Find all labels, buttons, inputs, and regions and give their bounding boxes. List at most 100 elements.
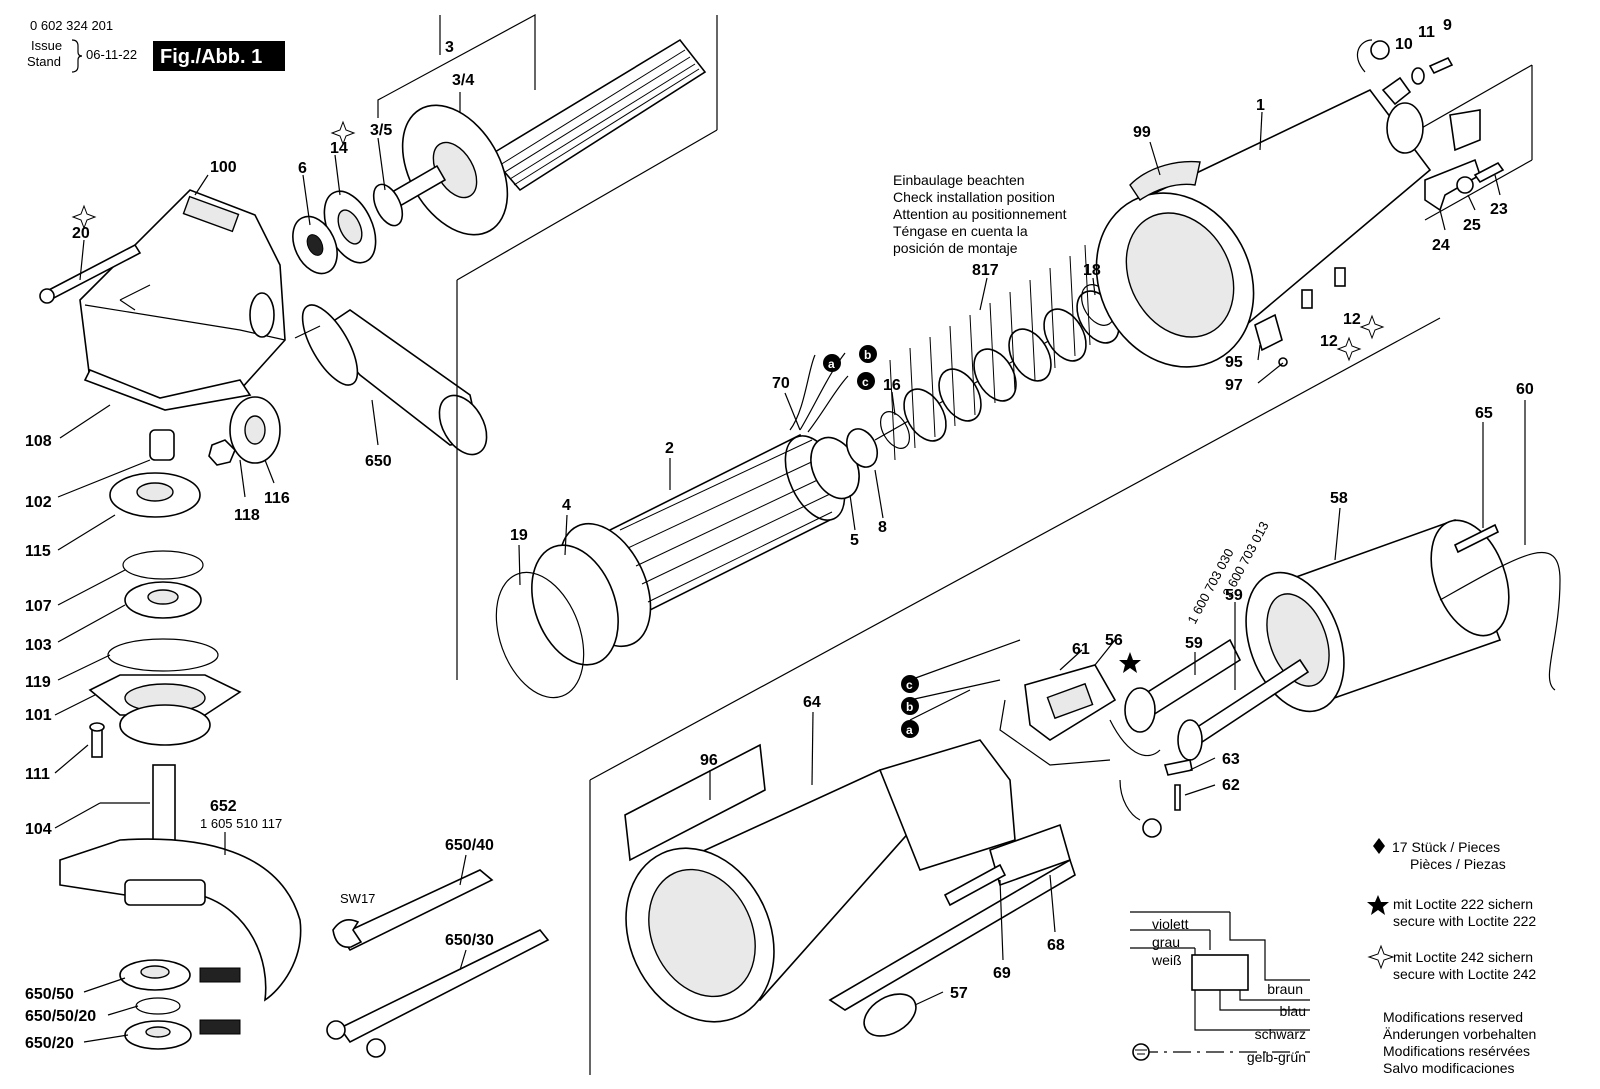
gear-head-group	[39, 13, 707, 1058]
part-label-12b: 12	[1320, 333, 1338, 350]
legend-modifications-4: Salvo modificaciones	[1383, 1060, 1515, 1076]
part-label-68: 68	[1047, 937, 1065, 954]
wire-label-violett: violett	[1152, 916, 1189, 932]
part-label-103: 103	[25, 637, 52, 654]
wire-marker-c-switch-label: c	[906, 678, 913, 692]
wire-marker-b-switch	[901, 697, 919, 715]
issue-label: Issue	[31, 38, 62, 53]
wiring-diagram	[1130, 911, 1310, 1061]
legend-modifications-1: Modifications reserved	[1383, 1009, 1523, 1025]
wire-label-braun: braun	[1267, 981, 1303, 997]
part-label-25: 25	[1463, 217, 1481, 234]
part-label-5: 5	[850, 532, 859, 549]
legend-pieces-1: 17 Stück / Pieces	[1392, 839, 1500, 855]
install-note-line-4: Téngase en cuenta la	[893, 223, 1028, 239]
legend-pieces-2: Pièces / Piezas	[1410, 856, 1506, 872]
wire-marker-c-top-label: c	[862, 375, 869, 389]
clamp-63-part	[1163, 759, 1193, 776]
part-label-56: 56	[1105, 632, 1123, 649]
ring-16-part	[879, 411, 911, 449]
part-label-99: 99	[1133, 124, 1151, 141]
fig-label: Fig./Abb. 1	[160, 46, 262, 68]
part-label-101: 101	[25, 707, 52, 724]
wire-marker-a-top-label: a	[828, 357, 835, 371]
screw-9-part	[1428, 56, 1454, 75]
screw-65-part	[1453, 523, 1500, 554]
part-label-652-number: 1 605 510 117	[200, 816, 282, 831]
part-label-58: 58	[1330, 490, 1348, 507]
legend-loctite242-1: mit Loctite 242 sichern	[1393, 949, 1533, 965]
part-label-3-5: 3/5	[370, 122, 392, 139]
flange-type-icon-b	[199, 1019, 241, 1035]
part-label-652: 652	[210, 798, 237, 815]
legend-loctite222-1: mit Loctite 222 sichern	[1393, 896, 1533, 912]
part-label-115: 115	[25, 543, 51, 560]
wire-label-blau: blau	[1280, 1003, 1306, 1019]
four-point-star-icon	[1367, 944, 1395, 970]
doc-number: 0 602 324 201	[30, 18, 113, 33]
wheel-guard-part	[59, 838, 302, 1002]
legend-loctite242-2: secure with Loctite 242	[1393, 966, 1536, 982]
nut-118-part	[208, 439, 236, 466]
part-label-57: 57	[950, 985, 968, 1002]
part-label-60: 60	[1516, 381, 1534, 398]
fig-label-box	[153, 41, 285, 71]
part-label-59a: 59	[1185, 635, 1203, 652]
part-label-100: 100	[210, 159, 237, 176]
ground-icon-cable	[1142, 818, 1162, 838]
screw-62-part	[1174, 784, 1181, 811]
part-label-817: 817	[972, 262, 999, 279]
part-label-650: 650	[365, 453, 392, 470]
part-label-3: 3	[445, 39, 454, 56]
loctite242-marker-14	[330, 120, 356, 146]
part-label-650-50: 650/50	[25, 986, 74, 1003]
install-position-note: Einbaulage beachten Check installation p…	[893, 172, 1067, 256]
wire-marker-a-switch	[901, 720, 919, 738]
bracket-3	[377, 13, 536, 118]
part-label-61: 61	[1072, 641, 1090, 658]
pin-spanner-650-30-part	[338, 928, 550, 1044]
legend-modifications-3: Modifications resérvées	[1383, 1043, 1530, 1059]
part-label-62: 62	[1222, 777, 1240, 794]
plate-95-part	[1254, 313, 1283, 352]
install-note-line-1: Einbaulage beachten	[893, 172, 1025, 188]
loctite242-marker-12a	[1359, 314, 1385, 340]
housing-flange-part	[83, 368, 252, 411]
part-label-104: 104	[25, 821, 52, 838]
part-label-12a: 12	[1343, 311, 1361, 328]
part-label-1: 1	[1256, 97, 1265, 114]
part-label-95: 95	[1225, 354, 1243, 371]
wire-marker-c-switch	[901, 675, 919, 693]
bearing-8-part	[845, 428, 879, 468]
part-label-14: 14	[330, 140, 348, 157]
part-label-10: 10	[1395, 36, 1413, 53]
loctite222-marker-56	[1119, 652, 1141, 673]
install-note-line-3: Attention au positionnement	[893, 206, 1067, 222]
wire-label-schwarz: schwarz	[1255, 1026, 1306, 1042]
ground-icon-wiring	[1132, 1043, 1150, 1061]
part-label-16: 16	[883, 377, 901, 394]
star-icon	[1367, 895, 1389, 915]
part-label-23: 23	[1490, 201, 1508, 218]
part-label-8: 8	[878, 519, 887, 536]
part-label-11: 11	[1418, 24, 1435, 41]
part-label-24: 24	[1432, 237, 1450, 254]
wire-marker-a-top	[823, 354, 841, 372]
flange-type-icon-a	[199, 967, 241, 983]
housing-group	[589, 317, 1561, 1075]
wiring-labels: violett grau weiß braun blau schwarz gel…	[1151, 916, 1306, 1065]
fan-4-part	[531, 544, 619, 666]
part-label-20: 20	[72, 225, 90, 242]
ground-icon-top	[1370, 40, 1390, 60]
armature-group	[456, 15, 879, 699]
loctite242-marker-20	[71, 204, 97, 230]
part-label-2: 2	[665, 440, 674, 457]
wire-marker-a-switch-label: a	[906, 723, 913, 737]
issue-brace	[71, 39, 83, 73]
brush-12a-part	[1301, 289, 1313, 309]
part-label-64: 64	[803, 694, 821, 711]
wire-marker-b-top	[859, 345, 877, 363]
part-label-111: 111	[25, 766, 50, 783]
ring-650-50-20-part	[135, 997, 181, 1015]
